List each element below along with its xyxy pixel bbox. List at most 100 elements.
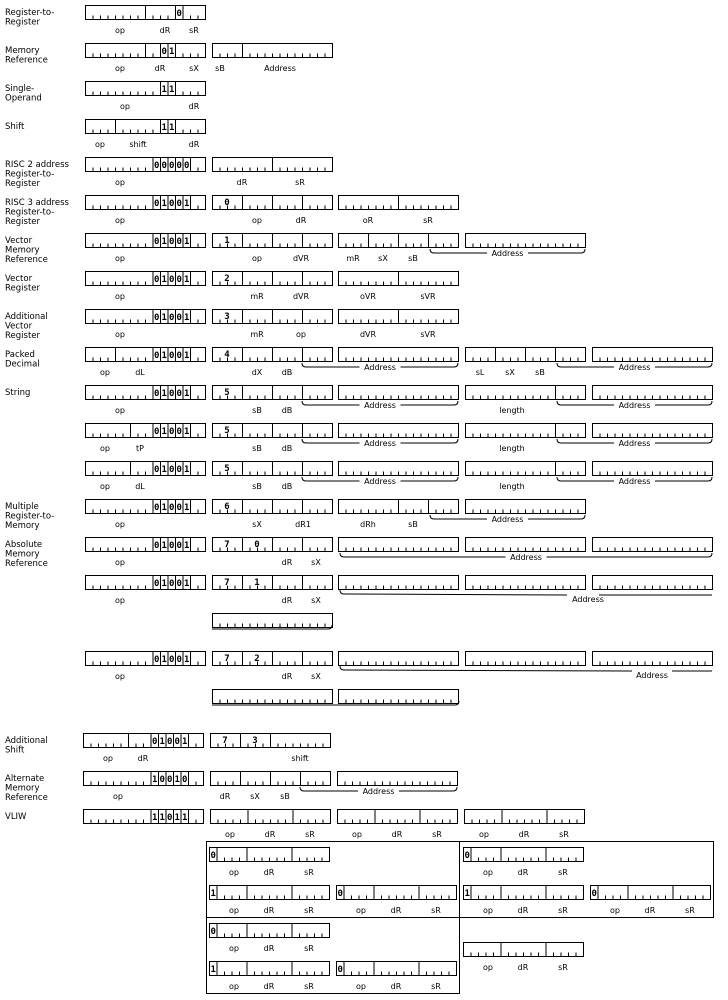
bit-value: 1 (152, 775, 157, 785)
halfword (464, 809, 585, 824)
row-label: Absolute (5, 540, 42, 550)
opcode-digit: 7 (222, 736, 227, 746)
undefined: sR (685, 906, 695, 915)
undefined: dR (391, 906, 402, 915)
undefined: sR (305, 830, 315, 839)
bit-value: 0 (182, 775, 187, 785)
bit-cell (182, 423, 191, 438)
brace-caption: Address (619, 363, 651, 372)
row-label: Shift (5, 746, 25, 756)
bit-value: 1 (184, 465, 189, 475)
undefined: dR (264, 982, 275, 991)
undefined: op (229, 944, 239, 953)
bit-value: 1 (182, 813, 187, 823)
row-label: RISC 3 address (5, 198, 70, 208)
undefined: op (115, 26, 125, 35)
bit-value: 0 (177, 9, 182, 19)
bit-value: 1 (162, 275, 167, 285)
bit-cell (167, 43, 176, 58)
bit-value: 0 (177, 655, 182, 665)
opcode-digit: 4 (224, 350, 230, 360)
bit-value: 0 (169, 579, 174, 589)
bit-cell (182, 385, 191, 400)
undefined: dR (265, 830, 276, 839)
row-label: Register-to- (5, 208, 54, 218)
bit-cell (209, 885, 218, 900)
bit-cell (182, 157, 191, 172)
bit-cell (180, 771, 189, 786)
bit-value: 1 (160, 813, 165, 823)
bit-value: 0 (169, 275, 174, 285)
address-brace (429, 248, 586, 254)
undefined: op (610, 906, 620, 915)
row-label: Reference (5, 255, 48, 265)
undefined: oR (363, 216, 374, 225)
undefined: sX (311, 596, 321, 605)
row-label: Register (5, 284, 41, 294)
address-brace (212, 624, 333, 630)
row-label: Memory (5, 784, 40, 794)
row-label: Vector (5, 322, 33, 332)
undefined: dR (282, 558, 293, 567)
bit-value: 1 (211, 965, 216, 975)
bit-value: 0 (162, 161, 167, 171)
undefined: sR (431, 906, 441, 915)
bit-cell (336, 961, 345, 976)
halfword (338, 575, 459, 590)
halfword (338, 233, 459, 248)
address-brace (429, 514, 586, 520)
halfword (592, 347, 713, 362)
halfword (338, 309, 459, 324)
undefined: dR1 (295, 520, 311, 529)
undefined: dB (282, 368, 293, 377)
undefined: op (100, 444, 110, 453)
halfword (85, 81, 206, 96)
undefined: op (229, 906, 239, 915)
undefined: dL (135, 368, 145, 377)
undefined: sR (558, 868, 568, 877)
opcode-digit: 5 (224, 464, 229, 474)
vliw-group-box (206, 917, 460, 994)
bit-value: 0 (211, 927, 216, 937)
undefined: op (100, 368, 110, 377)
undefined: op (252, 254, 262, 263)
undefined: op (225, 830, 235, 839)
bit-value: 0 (154, 313, 159, 323)
undefined: op (113, 792, 123, 801)
row-label: Reference (5, 559, 48, 569)
address-brace (301, 438, 459, 444)
brace-caption: Address (492, 515, 524, 524)
undefined: sR (423, 216, 433, 225)
halfword (463, 942, 584, 957)
bit-cell (182, 347, 191, 362)
halfword (212, 309, 333, 324)
halfword (338, 461, 459, 476)
bit-cell (167, 81, 176, 96)
bit-cell (182, 195, 191, 210)
bit-value: 0 (167, 775, 172, 785)
brace-caption: Address (636, 671, 668, 680)
bit-value: 1 (169, 123, 174, 133)
bit-value: 1 (162, 503, 167, 513)
halfword (465, 347, 586, 362)
row-label: Reference (5, 56, 48, 66)
bit-value: 1 (162, 655, 167, 665)
bit-value: 1 (169, 47, 174, 57)
bit-cell (463, 885, 472, 900)
undefined: op (95, 140, 105, 149)
bit-value: 0 (169, 389, 174, 399)
halfword (592, 461, 713, 476)
undefined: op (483, 906, 493, 915)
halfword (336, 885, 457, 900)
bit-value: 0 (154, 503, 159, 513)
undefined: dR (160, 26, 171, 35)
undefined: dVR (293, 292, 310, 301)
opcode-digit: 0 (254, 540, 259, 550)
opcode-digit: 7 (224, 578, 229, 588)
opcode-digit: 7 (224, 540, 229, 550)
row-label: Memory (5, 246, 40, 256)
undefined: dR (282, 596, 293, 605)
bit-value: 0 (167, 737, 172, 747)
undefined: dR (138, 754, 149, 763)
undefined: op (229, 982, 239, 991)
